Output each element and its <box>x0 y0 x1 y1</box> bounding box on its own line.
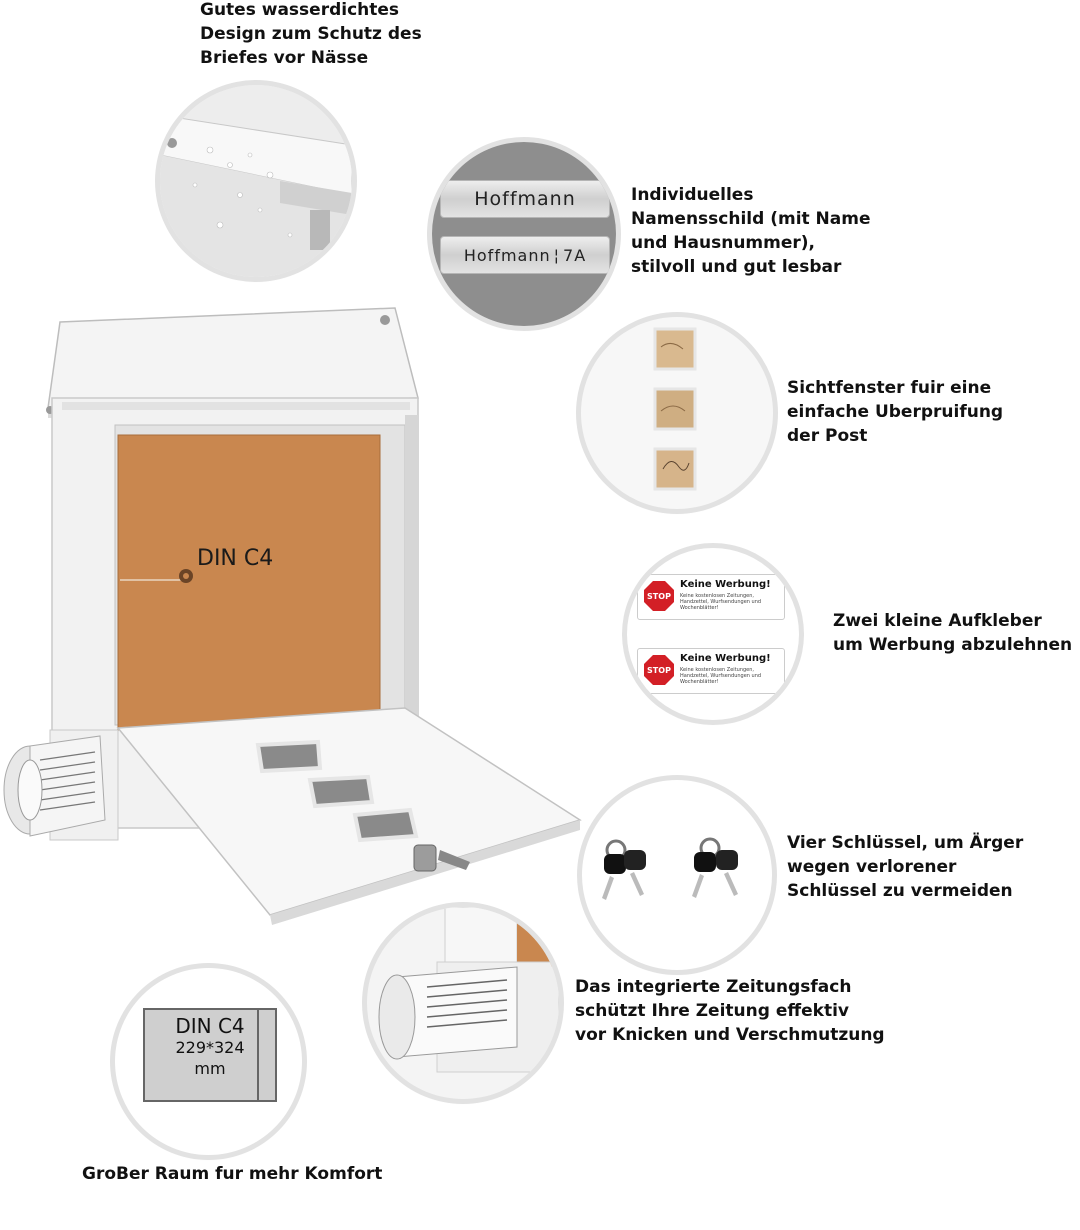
keys-detail-circle <box>582 780 772 970</box>
caption-nameplate: Individuelles Namensschild (mit Name und… <box>631 185 871 277</box>
size-detail-circle: DIN C4 229*324 mm <box>115 968 302 1155</box>
envelope <box>117 434 381 731</box>
nameplate-number-text: 7A <box>563 245 587 265</box>
caption-newspaper: Das integrierte Zeitungsfach schützt Ihr… <box>575 977 885 1045</box>
din-c4-envelope-plate: DIN C4 229*324 mm <box>143 1008 277 1102</box>
din-line2: 229*324 <box>175 1038 245 1057</box>
sticker-bottom: STOP Keine Werbung! Keine kostenlosen Ze… <box>637 648 785 694</box>
nameplate-name-text: Hoffmann <box>474 188 576 210</box>
window-detail-circle <box>581 317 773 509</box>
newspaper-holder-image <box>378 907 559 1073</box>
caption-space: GroBer Raum fur mehr Komfort <box>82 1164 383 1184</box>
viewing-windows-image <box>653 327 697 491</box>
sticker-text: Keine kostenlosen Zeitungen, Handzettel,… <box>680 593 762 611</box>
nameplate-name-number: Hoffmann ¦ 7A <box>440 236 610 274</box>
stickers-detail-circle: STOP Keine Werbung! Keine kostenlosen Ze… <box>627 548 799 720</box>
nameplate-detail-circle: Hoffmann Hoffmann ¦ 7A <box>432 142 616 326</box>
nameplate-separator: ¦ <box>553 245 561 265</box>
stop-sign-icon: STOP <box>644 655 674 685</box>
caption-keys: Vier Schlüssel, um Ärger wegen verlorene… <box>787 833 1024 901</box>
waterproof-detail-circle <box>160 85 352 277</box>
sticker-text: Keine kostenlosen Zeitungen, Handzettel,… <box>680 667 762 685</box>
din-line3: mm <box>194 1059 226 1078</box>
newspaper-detail-circle <box>367 907 559 1099</box>
nameplate-name: Hoffmann <box>440 180 610 218</box>
sticker-top: STOP Keine Werbung! Keine kostenlosen Ze… <box>637 574 785 620</box>
stop-sign-icon: STOP <box>644 581 674 611</box>
mailbox-illustration <box>3 307 582 925</box>
keys-image <box>602 837 738 900</box>
sticker-title: Keine Werbung! <box>680 653 771 664</box>
envelope-label: DIN C4 <box>197 546 274 571</box>
nameplate-name2-text: Hoffmann <box>463 245 551 265</box>
lid-closeup-image <box>160 85 352 277</box>
caption-waterproof: Gutes wasserdichtes Design zum Schutz de… <box>200 0 422 68</box>
caption-window: Sichtfenster fuir eine einfache Uberprui… <box>787 378 1004 446</box>
din-line1: DIN C4 <box>175 1014 245 1038</box>
sticker-title: Keine Werbung! <box>680 579 771 590</box>
caption-stickers: Zwei kleine Aufkleber um Werbung abzuleh… <box>833 611 1073 655</box>
